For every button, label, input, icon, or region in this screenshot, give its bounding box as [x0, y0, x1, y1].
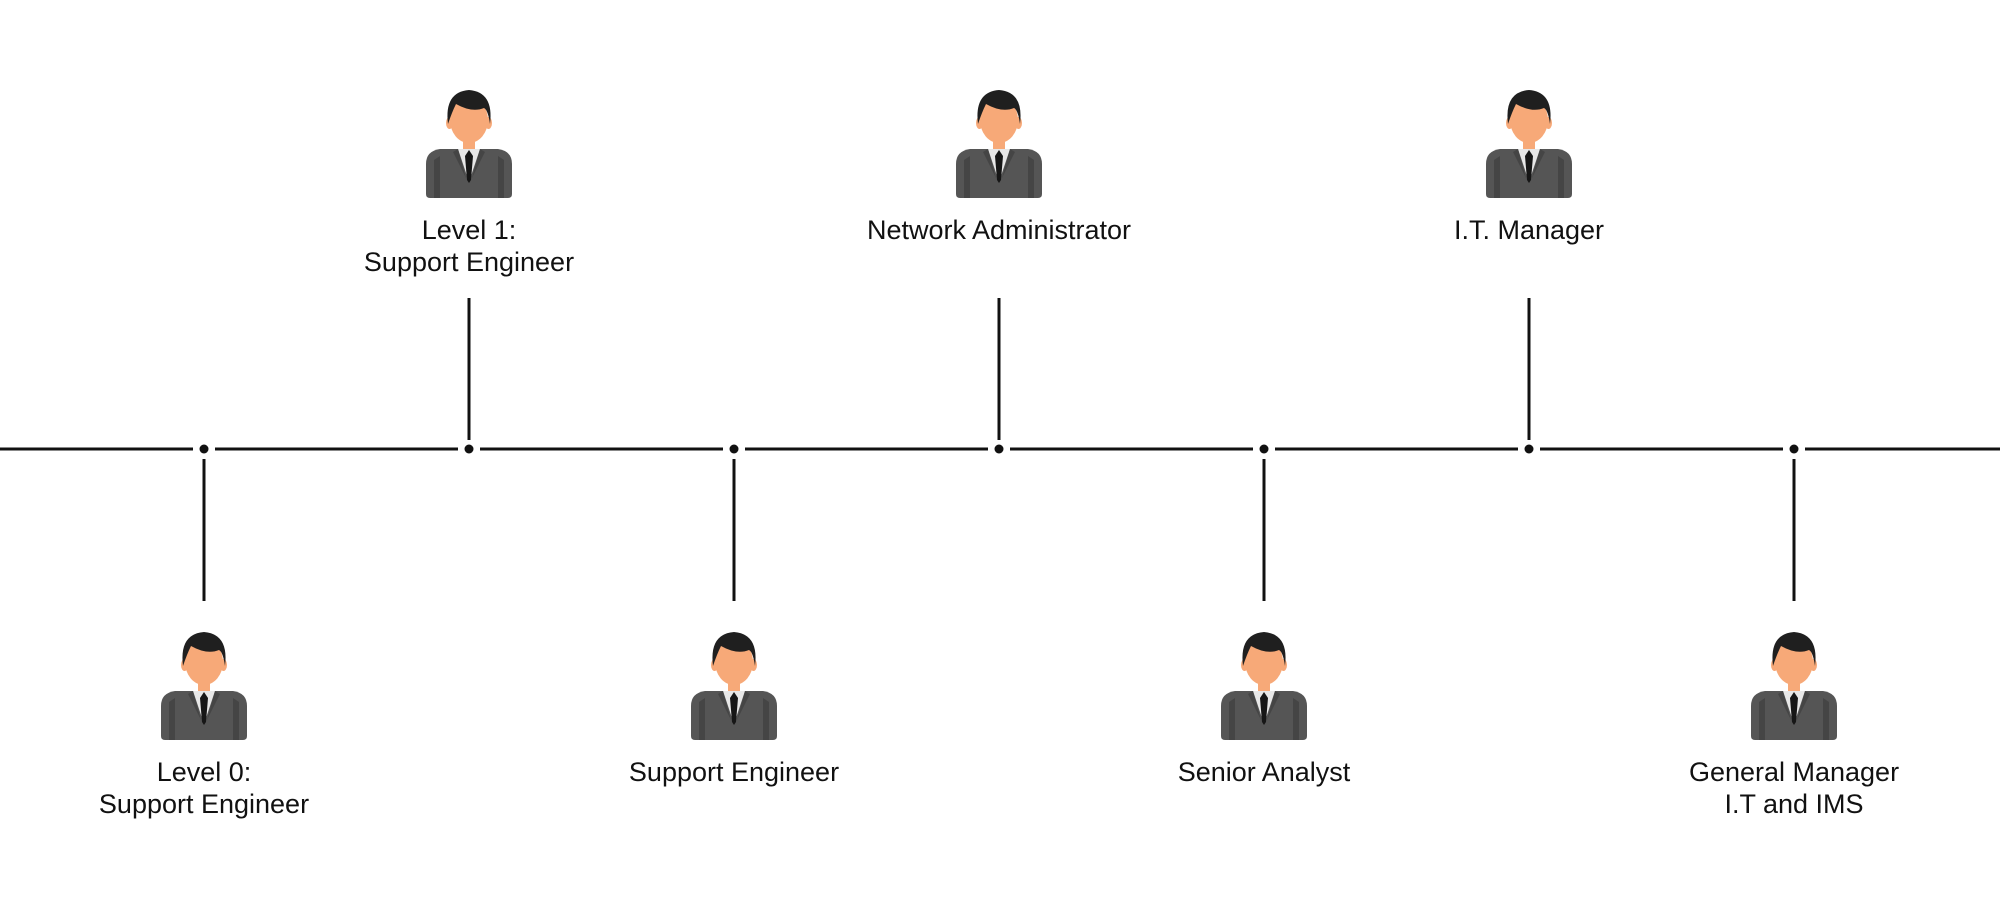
timeline-dot	[1259, 444, 1269, 454]
role-label: Level 0:Support Engineer	[44, 756, 364, 820]
timeline-dot	[729, 444, 739, 454]
role-node: Support Engineer	[574, 628, 894, 788]
timeline-dot	[199, 444, 209, 454]
role-label: Network Administrator	[839, 214, 1159, 246]
timeline-dot	[464, 444, 474, 454]
role-label-line: I.T. Manager	[1453, 215, 1605, 245]
role-label-line: Network Administrator	[866, 215, 1132, 245]
role-label: I.T. Manager	[1369, 214, 1689, 246]
role-label-line: Support Engineer	[363, 247, 575, 277]
timeline-dot	[1789, 444, 1799, 454]
person-icon	[426, 90, 512, 198]
role-label: Level 1:Support Engineer	[309, 214, 629, 278]
connectors	[202, 298, 1796, 601]
role-label-line: General Manager	[1688, 757, 1900, 787]
timeline-dot	[1524, 444, 1534, 454]
role-label-line: Level 1:	[421, 215, 517, 245]
person-icon	[1751, 632, 1837, 740]
person-icon	[1221, 632, 1307, 740]
role-label-line: Support Engineer	[98, 789, 310, 819]
role-label-line: Senior Analyst	[1177, 757, 1351, 787]
timeline-dots	[199, 444, 1799, 454]
timeline-dot	[994, 444, 1004, 454]
role-label: Senior Analyst	[1104, 756, 1424, 788]
role-node: I.T. Manager	[1369, 86, 1689, 246]
role-label-line: Support Engineer	[628, 757, 840, 787]
person-icon	[161, 632, 247, 740]
role-node: Level 0:Support Engineer	[44, 628, 364, 820]
role-node: Network Administrator	[839, 86, 1159, 246]
person-icon	[1486, 90, 1572, 198]
role-label-line: I.T and IMS	[1724, 789, 1864, 819]
role-label: Support Engineer	[574, 756, 894, 788]
person-icon	[691, 632, 777, 740]
role-node: Level 1:Support Engineer	[309, 86, 629, 278]
person-icon	[956, 90, 1042, 198]
role-label-line: Level 0:	[156, 757, 252, 787]
role-node: Senior Analyst	[1104, 628, 1424, 788]
